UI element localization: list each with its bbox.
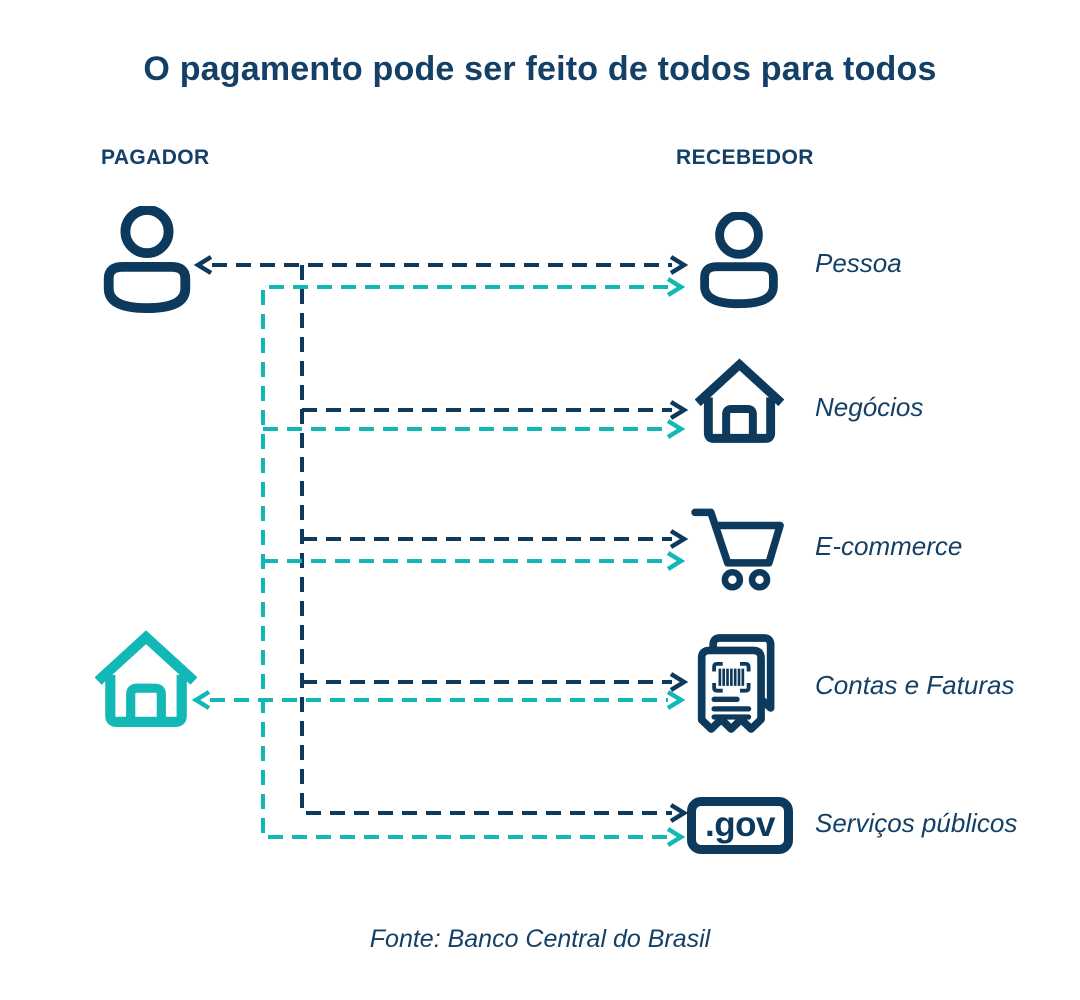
arrowhead-left-person	[193, 255, 213, 275]
arrowhead-right-contas-teal	[666, 690, 686, 710]
business-payer-flows	[191, 277, 686, 847]
arrowhead-right-servicos	[669, 803, 689, 823]
gov-badge-icon: .gov	[687, 797, 793, 854]
arrowhead-right-ecommerce-teal	[666, 551, 686, 571]
shopping-cart-icon	[690, 503, 786, 591]
gov-badge-text: .gov	[705, 804, 775, 844]
receiver-label-negocios: Negócios	[815, 392, 924, 422]
person-trunk-to-servicos-line	[300, 265, 672, 815]
person-payer-flows	[193, 255, 689, 823]
arrowhead-right-ecommerce	[669, 529, 689, 549]
arrowhead-right-negocios	[669, 400, 689, 420]
source-attribution: Fonte: Banco Central do Brasil	[369, 925, 711, 953]
arrowhead-right-contas	[669, 672, 689, 692]
arrowhead-right-pessoa	[669, 255, 689, 275]
receiver-label-ecommerce: E-commerce	[815, 531, 963, 561]
payer-business-house-icon	[95, 630, 197, 728]
arrowhead-right-servicos-teal	[666, 827, 686, 847]
receiver-person-icon	[699, 212, 779, 309]
payer-column-label: PAGADOR	[101, 146, 210, 169]
arrowhead-right-negocios-teal	[666, 419, 686, 439]
receiver-label-pessoa: Pessoa	[815, 248, 902, 278]
payer-person-icon	[102, 206, 192, 314]
invoice-icon	[694, 628, 785, 739]
arrowhead-right-pessoa-teal	[666, 277, 686, 297]
receiver-column-label: RECEBEDOR	[676, 146, 814, 169]
page-title: O pagamento pode ser feito de todos para…	[143, 50, 937, 88]
receiver-label-servicos: Serviços públicos	[815, 808, 1018, 838]
receiver-business-house-icon	[695, 358, 784, 444]
arrowhead-left-business	[191, 690, 211, 710]
receiver-label-contas: Contas e Faturas	[815, 670, 1015, 700]
